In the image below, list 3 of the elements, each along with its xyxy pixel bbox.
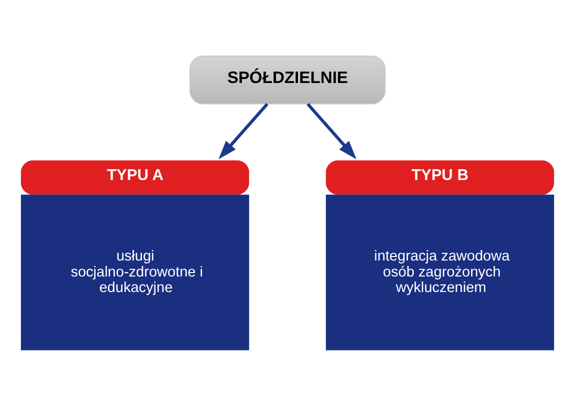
arrow [306, 102, 356, 159]
arrow [218, 102, 268, 159]
node-box: SPÓŁDZIELNIE [189, 55, 386, 104]
